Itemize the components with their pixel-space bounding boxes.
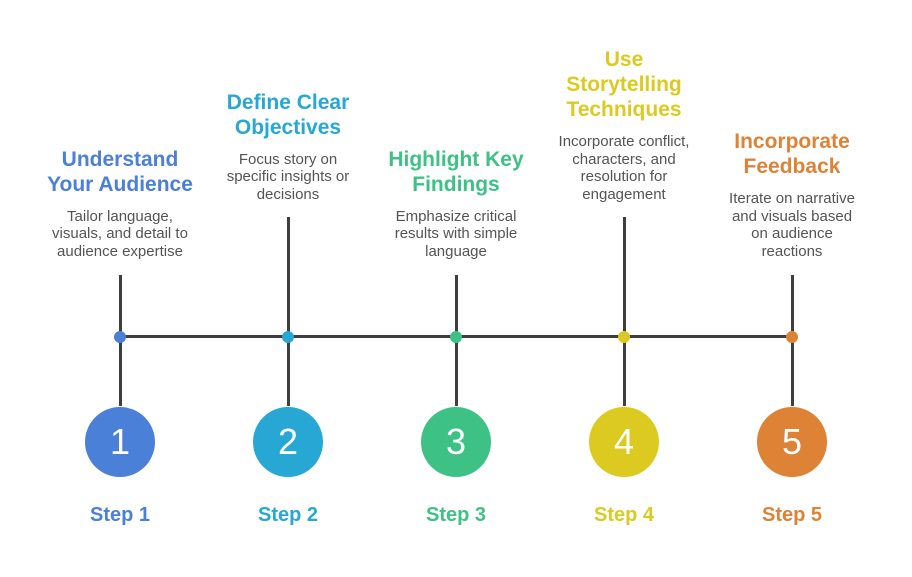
step-number-circle: 5 (757, 407, 827, 477)
step-text-block: Define Clear Objectives Focus story on s… (197, 90, 379, 204)
timeline-dot (282, 331, 294, 343)
step-title: Define Clear Objectives (226, 90, 350, 139)
step-column-1: Understand Your Audience Tailor language… (29, 0, 211, 577)
step-number-circle: 2 (253, 407, 323, 477)
step-number-circle: 3 (421, 407, 491, 477)
step-description: Iterate on narrative and visuals based o… (729, 190, 855, 260)
connector-line (622, 217, 626, 406)
step-description: Emphasize critical results with simple l… (394, 207, 518, 260)
timeline-dot (450, 331, 462, 343)
step-description: Focus story on specific insights or deci… (226, 150, 350, 203)
step-title: Incorporate Feedback (734, 130, 850, 178)
step-text-block: Incorporate Feedback Iterate on narrativ… (701, 129, 883, 260)
step-label: Step 3 (425, 504, 487, 526)
step-description: Tailor language, visuals, and detail to … (52, 207, 188, 260)
timeline-dot (786, 331, 798, 343)
step-title: Use Storytelling Techniques (566, 48, 682, 121)
step-label: Step 1 (89, 504, 151, 526)
step-column-5: Incorporate Feedback Iterate on narrativ… (701, 0, 883, 577)
step-number-circle: 1 (85, 407, 155, 477)
step-title: Understand Your Audience (47, 147, 193, 196)
step-text-block: Understand Your Audience Tailor language… (29, 147, 211, 261)
step-number: 1 (109, 421, 131, 462)
step-number: 5 (781, 421, 803, 462)
step-text-block: Highlight Key Findings Emphasize critica… (365, 147, 547, 261)
step-text-block: Use Storytelling Techniques Incorporate … (533, 47, 715, 203)
step-number: 4 (613, 421, 635, 462)
step-column-2: Define Clear Objectives Focus story on s… (197, 0, 379, 577)
step-column-3: Highlight Key Findings Emphasize critica… (365, 0, 547, 577)
timeline-dot (618, 331, 630, 343)
connector-line (286, 217, 290, 406)
step-label: Step 5 (761, 504, 823, 526)
step-number: 2 (277, 421, 299, 462)
step-description: Incorporate conflict, characters, and re… (558, 133, 690, 203)
step-label: Step 2 (257, 504, 319, 526)
timeline-dot (114, 331, 126, 343)
step-label: Step 4 (593, 504, 655, 526)
step-title: Highlight Key Findings (388, 147, 524, 196)
step-number: 3 (445, 421, 467, 462)
step-column-4: Use Storytelling Techniques Incorporate … (533, 0, 715, 577)
step-number-circle: 4 (589, 407, 659, 477)
